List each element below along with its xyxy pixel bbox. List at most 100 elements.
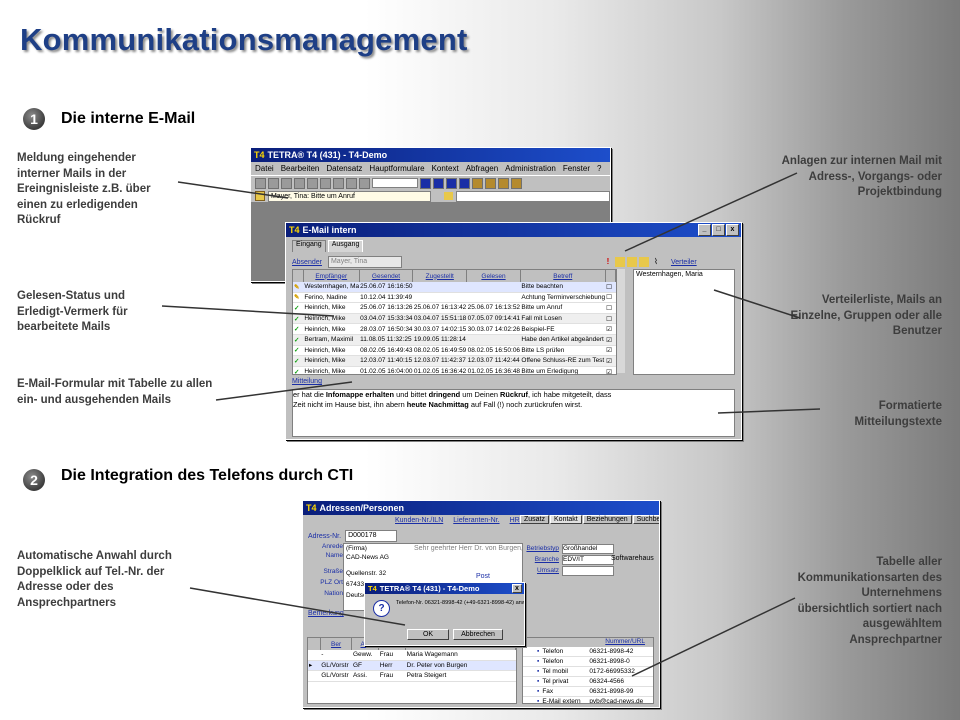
- field-value[interactable]: (Firma): [346, 545, 367, 552]
- company-field-value[interactable]: Großhandel: [562, 543, 614, 554]
- maximize-button[interactable]: □: [712, 224, 725, 236]
- erledigt-checkbox[interactable]: ☑: [605, 334, 616, 346]
- comm-value[interactable]: 06321-8998-0: [589, 658, 630, 665]
- project-attach-icon[interactable]: [638, 257, 649, 267]
- field-value[interactable]: Quellenstr. 32: [346, 570, 387, 577]
- toolbar-copy-icon[interactable]: [333, 177, 344, 189]
- verteiler-entry[interactable]: Westernhagen, Maria: [636, 271, 703, 278]
- minimize-button[interactable]: _: [698, 224, 711, 236]
- adress-nr-field[interactable]: D000178: [345, 530, 398, 542]
- comm-value[interactable]: 0172-66995332: [589, 668, 635, 675]
- event-action-icon[interactable]: [444, 192, 454, 200]
- field-value[interactable]: Deutsch: [346, 592, 370, 599]
- event-notification[interactable]: Mayer, Tina: Bitte um Anruf: [267, 190, 432, 202]
- erledigt-checkbox[interactable]: ☑: [605, 323, 616, 335]
- close-button[interactable]: x: [726, 224, 739, 236]
- col-betreff[interactable]: Betreff: [520, 270, 606, 282]
- comm-value[interactable]: pvb@cad-news.de: [589, 698, 644, 704]
- erledigt-checkbox[interactable]: ☑: [605, 345, 616, 357]
- field-value[interactable]: CAD-News AG: [346, 554, 389, 561]
- erledigt-checkbox[interactable]: ☑: [605, 366, 616, 374]
- toolbar-new-icon[interactable]: [255, 177, 266, 189]
- menu-help[interactable]: ?: [596, 164, 602, 173]
- priority-icon[interactable]: !: [602, 257, 613, 267]
- tab-suchbegriffe[interactable]: Suchbegriffe: [632, 515, 659, 524]
- prev-record-icon[interactable]: [433, 177, 444, 189]
- toolbar-paste-icon[interactable]: [346, 177, 357, 189]
- col-zugestellt[interactable]: Zugestellt: [412, 270, 468, 282]
- mail-table-scrollbar[interactable]: [616, 269, 625, 373]
- comm-value[interactable]: 06324-4566: [589, 678, 625, 685]
- menu-abfragen[interactable]: Abfragen: [465, 164, 499, 173]
- company-field-value[interactable]: EDV/IT: [562, 554, 614, 565]
- tab-kontakt[interactable]: Kontakt: [550, 515, 582, 524]
- mitteilung-text[interactable]: er hat die Infomappe erhalten und bittet…: [292, 389, 735, 437]
- address-attach-icon[interactable]: [614, 257, 625, 267]
- toolbar-print-icon[interactable]: [320, 177, 331, 189]
- cancel-button[interactable]: Abbrechen: [453, 629, 503, 640]
- address-book-icon[interactable]: [472, 177, 483, 189]
- ok-button[interactable]: OK: [407, 629, 449, 640]
- toolbar-save-icon[interactable]: [281, 177, 292, 189]
- menu-fenster[interactable]: Fenster: [562, 164, 590, 173]
- toolbar-info-icon[interactable]: [359, 177, 370, 189]
- comm-value[interactable]: 06321-8998-42: [589, 648, 634, 655]
- comm-value[interactable]: 06321-8998-99: [589, 688, 634, 695]
- comm-header[interactable]: Nummer/URL: [523, 638, 653, 647]
- calendar-icon[interactable]: [498, 177, 509, 189]
- tab-beziehungen[interactable]: Beziehungen: [582, 515, 632, 524]
- tab-lieferanten-nr[interactable]: Lieferanten-Nr.: [453, 517, 500, 524]
- next-record-icon[interactable]: [446, 177, 457, 189]
- menu-bearbeiten[interactable]: Bearbeiten: [280, 164, 320, 173]
- tools-icon[interactable]: [485, 177, 496, 189]
- field-value[interactable]: 67433: [346, 581, 365, 588]
- toolbar-search-icon[interactable]: [307, 177, 318, 189]
- erledigt-checkbox[interactable]: ☐: [605, 282, 616, 293]
- dialog-close-button[interactable]: x: [512, 584, 522, 593]
- tab-eingang[interactable]: Eingang: [292, 240, 326, 252]
- mail-icon[interactable]: [511, 177, 522, 189]
- first-record-icon[interactable]: [420, 177, 431, 189]
- erledigt-checkbox[interactable]: ☑: [605, 355, 616, 367]
- menu-kontext[interactable]: Kontext: [431, 164, 459, 173]
- toolbar-combo[interactable]: [372, 178, 418, 188]
- erledigt-checkbox[interactable]: ☐: [605, 302, 616, 314]
- tab-zusatz[interactable]: Zusatz: [520, 515, 550, 524]
- menu-administration[interactable]: Administration: [505, 164, 556, 173]
- col-gelesen[interactable]: Gelesen: [466, 270, 521, 282]
- paperclip-icon[interactable]: ⌇: [650, 257, 661, 267]
- col-empfaenger[interactable]: Empfänger: [303, 270, 360, 282]
- col-gesendet[interactable]: Gesendet: [359, 270, 414, 282]
- erledigt-checkbox[interactable]: ☐: [605, 292, 616, 304]
- process-attach-icon[interactable]: [626, 257, 637, 267]
- toolbar-undo-icon[interactable]: [294, 177, 305, 189]
- tab-kunden-nr[interactable]: Kunden-Nr./ILN: [395, 517, 444, 524]
- menu-datensatz[interactable]: Datensatz: [326, 164, 363, 173]
- col-ber[interactable]: Ber: [320, 638, 353, 650]
- menu-hauptformulare[interactable]: Hauptformulare: [369, 164, 425, 173]
- menu-datei[interactable]: Datei: [255, 164, 274, 173]
- tab-ausgang[interactable]: Ausgang: [327, 240, 364, 252]
- toolbar-open-icon[interactable]: [268, 177, 279, 189]
- erledigt-checkbox[interactable]: ☐: [605, 313, 616, 325]
- company-field-value[interactable]: [562, 565, 614, 576]
- last-record-icon[interactable]: [459, 177, 470, 189]
